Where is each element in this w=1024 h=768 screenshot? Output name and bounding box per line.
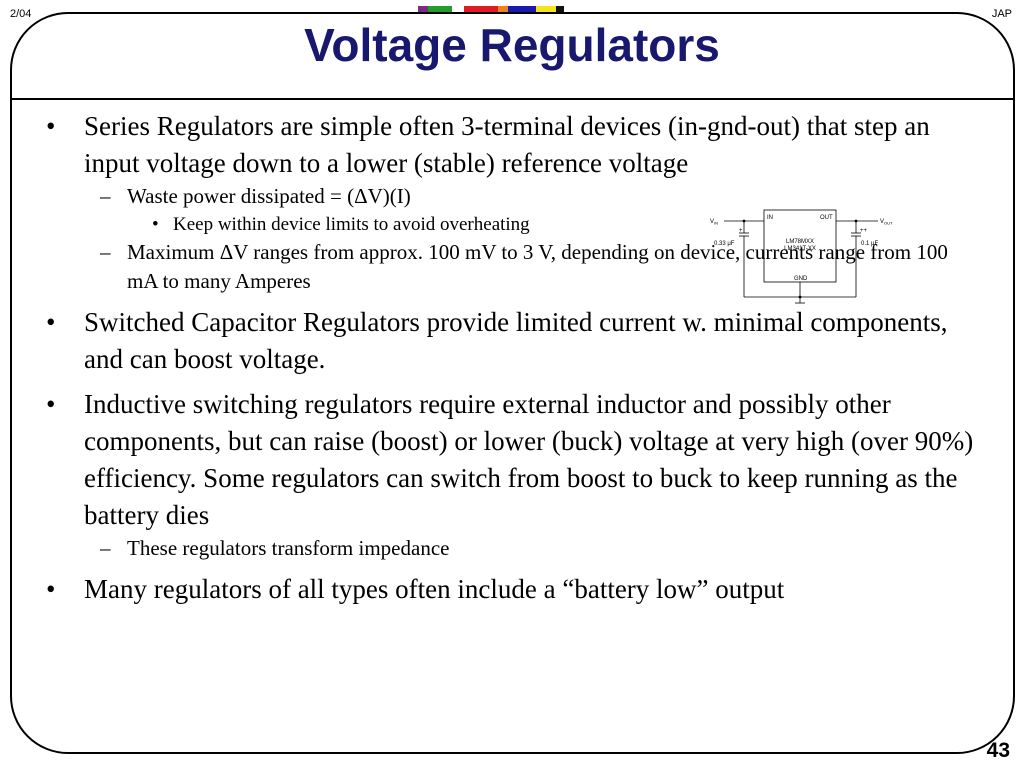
sub-sub-bullet-text: Keep within device limits to avoid overh… xyxy=(173,214,530,235)
bullet-series-regulators: • Series Regulators are simple often 3-t… xyxy=(0,108,1024,182)
regulator-circuit-diagram: VIN VOUT IN OUT GND LM78MXX LM341T-XX + … xyxy=(710,209,893,304)
sub-bullet-marker: – xyxy=(100,536,111,560)
bullet-inductive-switching: • Inductive switching regulators require… xyxy=(0,386,1024,534)
color-strip-segment xyxy=(428,6,452,14)
bullet-text: Series Regulators are simple often 3-ter… xyxy=(84,111,930,178)
bullet-text: Switched Capacitor Regulators provide li… xyxy=(84,307,948,374)
color-strip xyxy=(418,6,564,14)
bullet-marker: • xyxy=(46,574,56,604)
slide-author: JAP xyxy=(991,8,1012,20)
color-strip-segment xyxy=(556,6,564,14)
vin-label: VIN xyxy=(710,219,718,226)
bullet-text: Many regulators of all types often inclu… xyxy=(84,574,785,604)
color-strip-segment xyxy=(452,6,464,14)
bullet-battery-low: • Many regulators of all types often inc… xyxy=(0,571,1024,608)
sub-sub-bullet-device-limits: • Keep within device limits to avoid ove… xyxy=(0,211,1024,238)
cap-in-value: 0.33 μF xyxy=(714,241,735,247)
sub-bullet-marker: – xyxy=(100,184,111,208)
title-rule xyxy=(12,98,1014,100)
bullet-switched-capacitor: • Switched Capacitor Regulators provide … xyxy=(0,304,1024,378)
pin-in-label: IN xyxy=(767,215,773,221)
color-strip-segment xyxy=(498,6,508,14)
sub-bullet-text: These regulators transform impedance xyxy=(127,536,450,560)
bullet-marker: • xyxy=(46,111,56,141)
color-strip-segment xyxy=(536,6,556,14)
color-strip-segment xyxy=(464,6,498,14)
vout-label: VOUT xyxy=(880,219,893,226)
cap-in-plus: + xyxy=(739,228,743,234)
sub-bullet-waste-power: – Waste power dissipated = (ΔV)(I) xyxy=(0,182,1024,211)
pin-gnd-label: GND xyxy=(794,276,808,282)
slide-frame xyxy=(10,12,1015,754)
sub-sub-bullet-marker: • xyxy=(152,214,159,235)
cap-out-plus: ++ xyxy=(860,228,868,234)
bullet-marker: • xyxy=(46,307,56,337)
color-strip-segment xyxy=(508,6,536,14)
bullet-marker: • xyxy=(46,389,56,419)
slide-date: 2/04 xyxy=(10,8,32,20)
page-number: 43 xyxy=(986,739,1010,762)
sub-bullet-max-delta-v: – Maximum ΔV ranges from approx. 100 mV … xyxy=(0,238,1024,296)
sub-bullet-text: Maximum ΔV ranges from approx. 100 mV to… xyxy=(127,240,948,293)
part-number-line2: LM341T-XX xyxy=(784,246,816,252)
sub-bullet-impedance: – These regulators transform impedance xyxy=(0,534,1024,563)
part-number-line1: LM78MXX xyxy=(786,239,814,245)
cap-out-value: 0.1 μF xyxy=(861,241,878,247)
bullet-text: Inductive switching regulators require e… xyxy=(84,389,974,530)
slide-title: Voltage Regulators xyxy=(304,19,720,71)
pin-out-label: OUT xyxy=(820,215,833,221)
sub-bullet-marker: – xyxy=(100,240,111,264)
sub-bullet-text: Waste power dissipated = (ΔV)(I) xyxy=(127,184,411,208)
slide-content: • Series Regulators are simple often 3-t… xyxy=(0,108,1024,608)
color-strip-segment xyxy=(418,6,428,14)
